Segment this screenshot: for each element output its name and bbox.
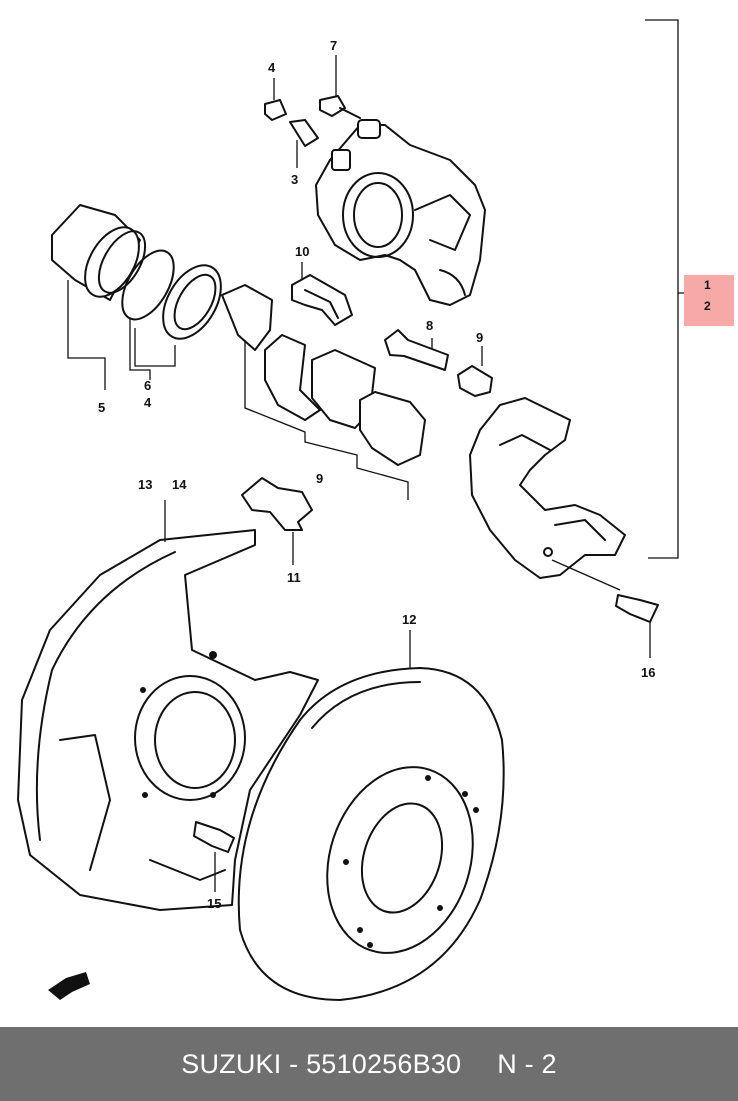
guide-pin-8	[384, 329, 449, 371]
caliper-body	[315, 119, 486, 306]
leader-6	[129, 318, 151, 380]
pad-clip-11-lower	[241, 477, 313, 565]
caliper-carrier	[469, 397, 626, 579]
label-6: 6	[144, 378, 151, 393]
footer-brand: SUZUKI	[181, 1048, 282, 1079]
direction-arrow-icon	[48, 972, 90, 1000]
label-4-bottom: 4	[144, 395, 152, 410]
boot-9	[457, 346, 493, 397]
bleeder-3	[289, 119, 319, 168]
footer-bar: SUZUKI - 5510256B30 N - 2	[0, 1027, 738, 1101]
pad-set-10	[244, 334, 426, 500]
footer-part-number: 5510256B30	[306, 1048, 462, 1079]
label-16: 16	[641, 665, 655, 680]
label-3: 3	[291, 172, 298, 187]
footer-position-code: N - 2	[497, 1048, 557, 1079]
bolt-7	[319, 55, 361, 119]
label-11-lower: 11	[287, 570, 301, 585]
label-5: 5	[98, 400, 105, 415]
shim	[221, 284, 273, 351]
highlight-box	[684, 275, 734, 326]
label-10: 9	[316, 471, 323, 486]
label-7: 7	[330, 38, 337, 53]
label-4-top: 4	[268, 60, 276, 75]
leader-5	[67, 280, 106, 390]
pad-clip-11-upper	[291, 262, 353, 326]
label-8: 8	[426, 318, 433, 333]
dust-shield	[17, 500, 319, 911]
label-15: 15	[207, 896, 221, 911]
label-1: 1	[704, 278, 711, 292]
label-11-upper: 10	[295, 244, 309, 259]
label-14: 14	[172, 477, 187, 492]
svg-text:9: 9	[476, 330, 483, 345]
brake-disc-12	[237, 630, 505, 1001]
label-2: 2	[704, 299, 711, 313]
footer-separator: -	[289, 1048, 299, 1079]
seal-6	[121, 249, 222, 340]
parts-diagram: 1 2 7 4 3 5 6	[17, 19, 734, 1001]
bolt-16	[615, 594, 659, 658]
label-13: 13	[138, 477, 152, 492]
bolt-15	[193, 821, 235, 892]
piston-5	[51, 204, 147, 301]
cap-4	[264, 78, 287, 121]
label-12: 12	[402, 612, 416, 627]
